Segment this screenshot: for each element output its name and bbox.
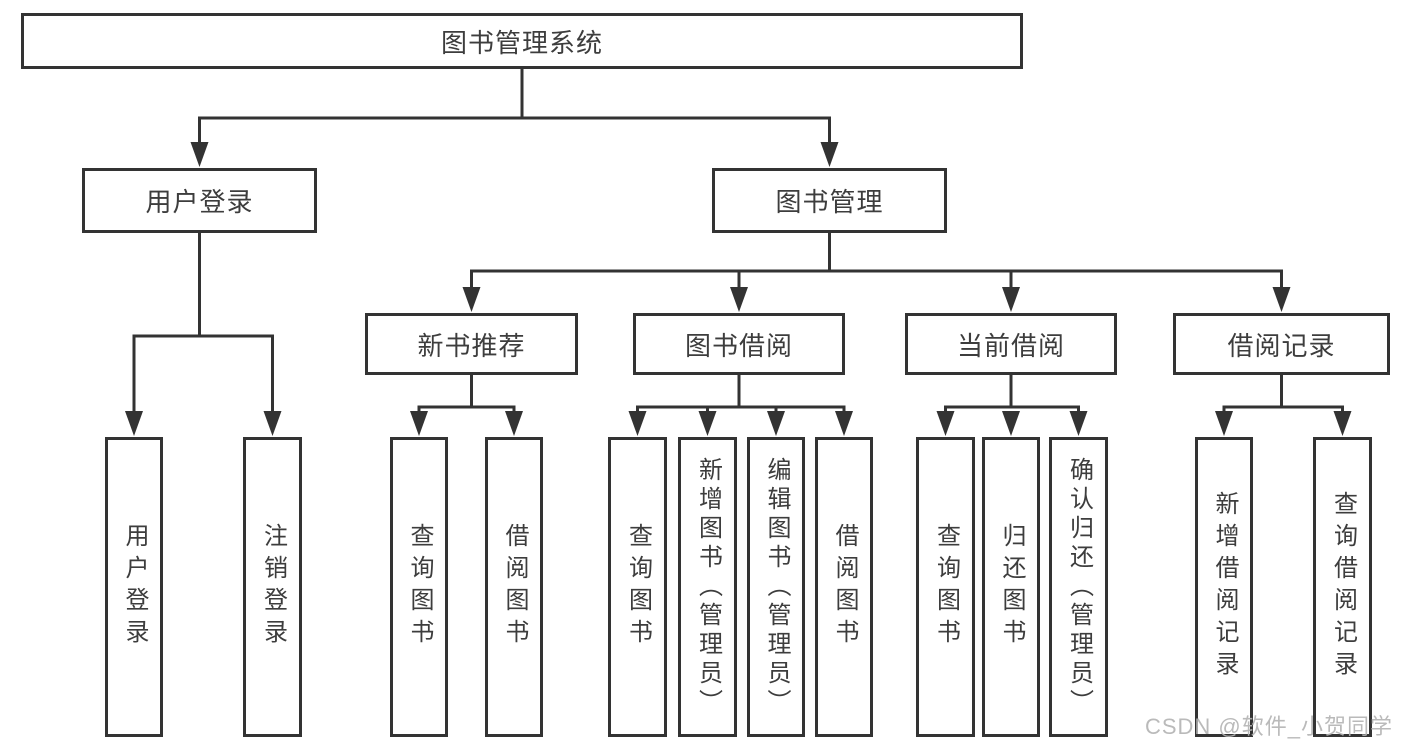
leaf-logout-login: 注销登录 — [243, 437, 302, 737]
node-user-login: 用户登录 — [82, 168, 317, 233]
arrow-down-icon — [835, 411, 853, 436]
node-label: 确认归还（管理员） — [1065, 456, 1093, 718]
node-label: 查询借阅记录 — [1329, 491, 1357, 683]
node-book-borrowing: 图书借阅 — [633, 313, 845, 375]
node-label: 查询图书 — [406, 523, 433, 651]
node-label: 借阅图书 — [501, 523, 528, 651]
node-label: 查询图书 — [932, 523, 960, 651]
node-label: 用户登录 — [121, 523, 148, 651]
node-label: 图书借阅 — [684, 330, 793, 361]
arrow-down-icon — [1002, 411, 1020, 436]
leaf-query-borrow-record: 查询借阅记录 — [1313, 437, 1372, 737]
leaf-query-books-borrowing: 查询图书 — [608, 437, 667, 737]
node-current-borrowing: 当前借阅 — [905, 313, 1117, 375]
arrow-down-icon — [1215, 411, 1233, 436]
node-label: 借阅记录 — [1227, 330, 1336, 361]
leaf-borrow-books-recommend: 借阅图书 — [485, 437, 543, 737]
node-label: 注销登录 — [259, 523, 287, 651]
node-label: 图书管理 — [775, 187, 884, 217]
leaf-edit-books-admin: 编辑图书（管理员） — [747, 437, 805, 737]
leaf-borrow-books-borrowing: 借阅图书 — [815, 437, 873, 737]
arrow-down-icon — [820, 142, 839, 167]
arrow-down-icon — [936, 411, 955, 436]
node-new-book-recommend: 新书推荐 — [365, 313, 578, 375]
arrow-down-icon — [1333, 411, 1352, 436]
node-label: 当前借阅 — [956, 330, 1065, 361]
leaf-query-books-current: 查询图书 — [916, 437, 975, 737]
arrow-down-icon — [698, 411, 717, 436]
node-label: 用户登录 — [145, 187, 254, 217]
node-borrow-records: 借阅记录 — [1173, 313, 1390, 375]
arrow-down-icon — [410, 411, 428, 436]
arrow-down-icon — [462, 287, 481, 312]
leaf-add-borrow-record: 新增借阅记录 — [1195, 437, 1253, 737]
leaf-return-books: 归还图书 — [982, 437, 1040, 737]
arrow-down-icon — [1002, 287, 1020, 312]
arrow-down-icon — [628, 411, 647, 436]
node-library-management-system: 图书管理系统 — [21, 13, 1023, 69]
node-label: 新增图书（管理员） — [694, 456, 722, 718]
arrow-down-icon — [190, 142, 209, 167]
node-label: 归还图书 — [998, 523, 1025, 651]
node-label: 图书管理系统 — [440, 27, 603, 58]
node-label: 新书推荐 — [417, 330, 526, 361]
arrow-down-icon — [125, 411, 143, 436]
leaf-add-books-admin: 新增图书（管理员） — [678, 437, 737, 737]
node-label: 编辑图书（管理员） — [763, 456, 790, 718]
leaf-confirm-return-admin: 确认归还（管理员） — [1049, 437, 1108, 737]
arrow-down-icon — [730, 287, 748, 312]
node-book-management: 图书管理 — [712, 168, 947, 233]
node-label: 借阅图书 — [831, 523, 858, 651]
leaf-user-login: 用户登录 — [105, 437, 163, 737]
arrow-down-icon — [1272, 287, 1291, 312]
arrow-down-icon — [505, 411, 523, 436]
arrow-down-icon — [1069, 411, 1088, 436]
node-label: 查询图书 — [624, 523, 652, 651]
arrow-down-icon — [767, 411, 785, 436]
leaf-query-books-recommend: 查询图书 — [390, 437, 448, 737]
node-label: 新增借阅记录 — [1211, 491, 1238, 683]
arrow-down-icon — [263, 411, 282, 436]
